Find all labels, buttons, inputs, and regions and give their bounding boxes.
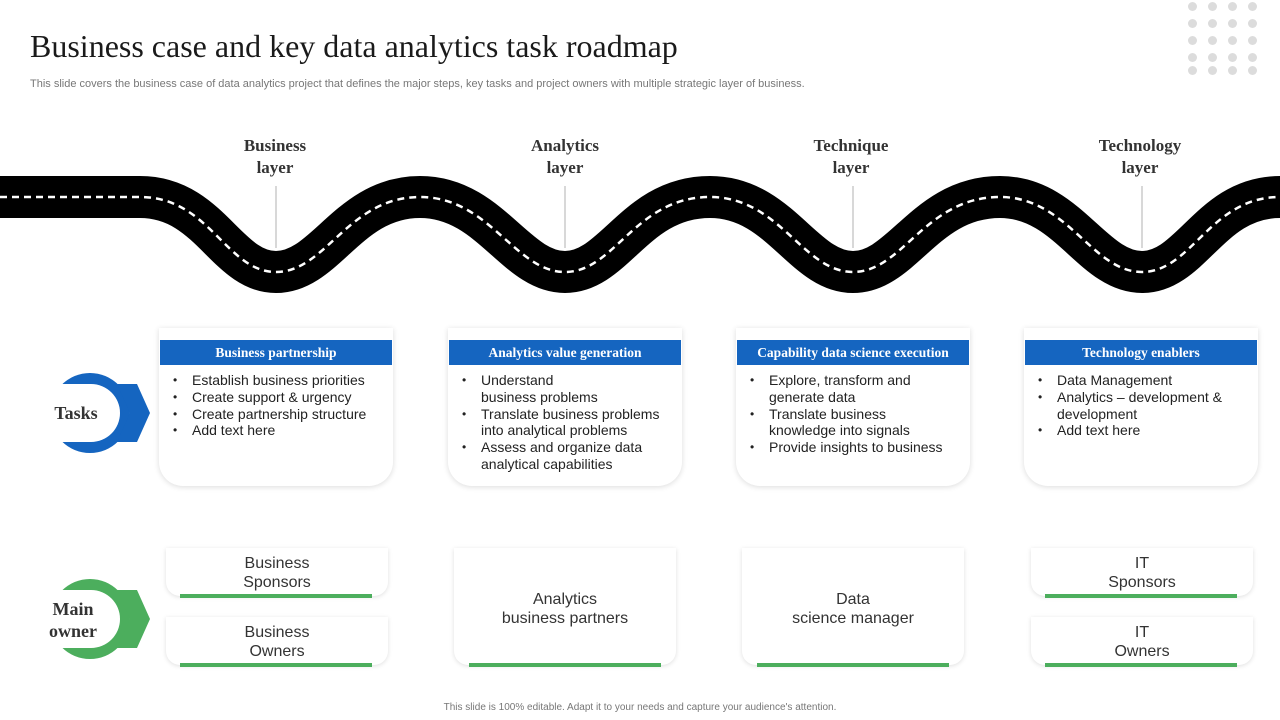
owner-box-data-science-manager: Data science manager (742, 548, 964, 667)
layer-label-analytics: Analytics layer (485, 135, 645, 179)
task-item: Translate business knowledge into signal… (750, 406, 926, 440)
decorative-dot-grid (1183, 0, 1263, 80)
owner-text-line: Business (244, 624, 310, 641)
task-card-analytics: Analytics value generation Understand bu… (448, 328, 682, 486)
layer-label-business: Business layer (195, 135, 355, 179)
task-item: Provide insights to business (750, 439, 970, 456)
layer-label-line: layer (546, 158, 584, 177)
owner-text-line: IT (1134, 555, 1150, 572)
task-item: Assess and organize data analytical capa… (462, 439, 668, 473)
owner-text-line: Sponsors (1108, 574, 1176, 591)
page-subtitle: This slide covers the business case of d… (30, 78, 805, 90)
owner-text-line: business partners (501, 610, 629, 627)
task-card-technology: Technology enablers Data Management Anal… (1024, 328, 1258, 486)
layer-label-technology: Technology layer (1060, 135, 1220, 179)
main-owner-label-line: owner (49, 621, 97, 641)
layer-label-line: layer (832, 158, 870, 177)
task-card-title: Business partnership (160, 340, 392, 365)
owner-text: Data science manager (742, 590, 964, 628)
task-item: Translate business problems into analyti… (462, 406, 668, 440)
owner-text-line: Analytics (532, 591, 598, 608)
owner-text-line: Data (836, 591, 870, 608)
road-center-dashes (0, 195, 1280, 274)
owner-text: IT Sponsors (1031, 554, 1253, 592)
task-card-title: Analytics value generation (449, 340, 681, 365)
tasks-badge-shape (20, 373, 150, 453)
owner-box-business-sponsors: Business Sponsors (166, 548, 388, 598)
task-item: Create partnership structure (173, 406, 385, 423)
owner-underline (1045, 663, 1237, 667)
task-item: Add text here (173, 422, 385, 439)
owner-text-line: IT (1134, 624, 1150, 641)
layer-label-line: Technology (1098, 136, 1182, 155)
task-item: Analytics – development & development (1038, 389, 1222, 423)
owner-underline (180, 663, 372, 667)
owner-text: Business Sponsors (166, 554, 388, 592)
task-item: Establish business priorities (173, 372, 385, 389)
winding-road (0, 176, 1280, 293)
layer-label-line: layer (256, 158, 294, 177)
task-list: Understand business problems Translate b… (462, 372, 668, 473)
page-title: Business case and key data analytics tas… (30, 28, 678, 64)
owner-underline (757, 663, 949, 667)
owner-text-line: science manager (792, 610, 914, 627)
owner-text: IT Owners (1031, 623, 1253, 661)
owner-underline (180, 594, 372, 598)
main-owner-badge: Main owner (18, 578, 150, 659)
owner-underline (1045, 594, 1237, 598)
owner-text: Analytics business partners (454, 590, 676, 628)
task-card-title: Technology enablers (1025, 340, 1257, 365)
task-list: Establish business priorities Create sup… (173, 372, 385, 439)
task-item: Add text here (1038, 422, 1222, 439)
task-list: Data Management Analytics – development … (1038, 372, 1222, 439)
layer-label-line: Technique (813, 136, 889, 155)
owner-box-it-owners: IT Owners (1031, 617, 1253, 667)
task-item: Create support & urgency (173, 389, 385, 406)
road-connector-lines (275, 186, 1143, 248)
owner-text-line: Owners (249, 643, 305, 660)
owner-text-line: Owners (1114, 643, 1170, 660)
layer-label-line: Business (243, 136, 307, 155)
road-surface (0, 176, 1280, 293)
task-list: Explore, transform and generate data Tra… (750, 372, 943, 456)
owner-text-line: Sponsors (243, 574, 311, 591)
owner-box-analytics-partners: Analytics business partners (454, 548, 676, 667)
owner-text: Business Owners (166, 623, 388, 661)
task-card-business: Business partnership Establish business … (159, 328, 393, 486)
owner-text-line: Business (244, 555, 310, 572)
task-item: Understand business problems (462, 372, 668, 406)
owner-underline (469, 663, 661, 667)
task-item: Explore, transform and generate data (750, 372, 926, 406)
task-card-technique: Capability data science execution Explor… (736, 328, 970, 486)
main-owner-label-line: Main (52, 599, 94, 619)
layer-label-line: layer (1121, 158, 1159, 177)
task-card-title: Capability data science execution (737, 340, 969, 365)
tasks-badge: Tasks (20, 372, 150, 453)
main-owner-badge-shape (20, 579, 150, 659)
layer-label-line: Analytics (531, 136, 599, 155)
owner-box-it-sponsors: IT Sponsors (1031, 548, 1253, 598)
tasks-label: Tasks (54, 403, 98, 423)
footer-note: This slide is 100% editable. Adapt it to… (443, 702, 837, 713)
owner-box-business-owners: Business Owners (166, 617, 388, 667)
task-item: Data Management (1038, 372, 1222, 389)
layer-label-technique: Technique layer (771, 135, 931, 179)
main-owner-label: Main owner (18, 598, 128, 642)
